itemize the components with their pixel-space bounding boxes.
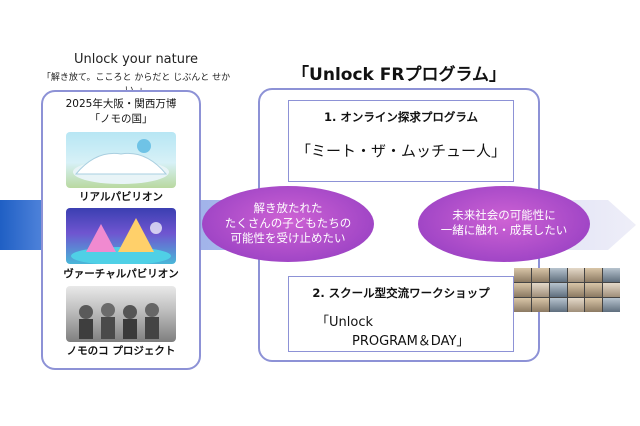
ellipse-left-line2: たくさんの子どもたちの xyxy=(224,216,352,230)
expo-subtitle: 「ノモの国」 xyxy=(89,113,153,125)
virtual-pavilion-photo xyxy=(66,208,176,264)
ellipse-right-line1: 未来社会の可能性に xyxy=(452,208,556,222)
program1-box xyxy=(288,100,514,182)
program1-name: 「ミート・ザ・ムッチュー人」 xyxy=(295,142,506,160)
ellipse-left-line1: 解き放たれた xyxy=(253,201,323,215)
nomonoko-project-label: ノモのコ プロジェクト xyxy=(66,345,176,357)
ellipse-left-line3: 可能性を受け止めたい xyxy=(230,231,346,245)
virtual-pavilion-label: ヴァーチャルパビリオン xyxy=(63,268,179,280)
program2-title: 2. スクール型交流ワークショップ xyxy=(312,286,490,300)
program-title: 「Unlock FRプログラム」 xyxy=(292,65,506,85)
program1-title: 1. オンライン探求プログラム xyxy=(323,110,479,124)
nomonoko-project-photo xyxy=(66,286,176,342)
program2-name-line2: PROGRAM＆DAY」 xyxy=(352,334,470,349)
left-title: Unlock your nature xyxy=(73,52,199,67)
aspiration-ellipse-left: 解き放たれた たくさんの子どもたちの 可能性を受け止めたい xyxy=(202,186,374,262)
real-pavilion-label: リアルパビリオン xyxy=(79,191,163,203)
program2-name-line1: 「Unlock xyxy=(316,315,373,330)
real-pavilion-photo xyxy=(66,132,176,188)
expo-title: 2025年大阪・関西万博 xyxy=(65,98,177,110)
program2-box xyxy=(288,276,514,352)
online-meeting-photo xyxy=(514,268,620,312)
ellipse-right-line2: 一緒に触れ・成長したい xyxy=(440,223,568,237)
aspiration-ellipse-right: 未来社会の可能性に 一緒に触れ・成長したい xyxy=(418,186,590,262)
